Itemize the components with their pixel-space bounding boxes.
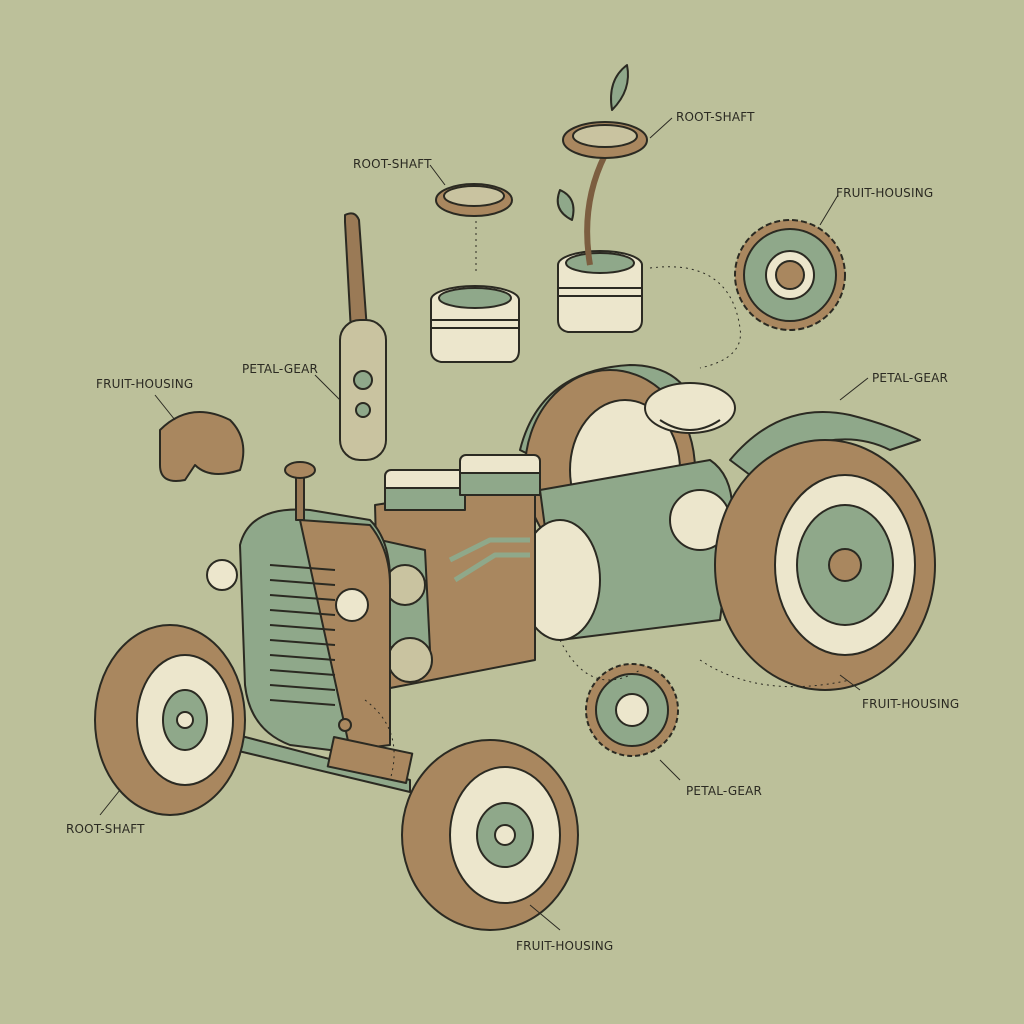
root-shaft-gear [435, 183, 513, 217]
transmission-body [519, 459, 734, 641]
label-fruit-housing-4: FRUIT-HOUSING [516, 939, 614, 953]
rear-wheel-right [714, 411, 936, 691]
hood-grille [206, 461, 391, 751]
label-petal-gear-1: PETAL-GEAR [242, 362, 319, 376]
grille-slats [269, 564, 336, 706]
front-wheel-left [94, 624, 246, 816]
piston-left [430, 285, 520, 363]
seat [644, 382, 736, 434]
exhaust-pipe [339, 212, 387, 461]
label-root-shaft-1: ROOT-SHAFT [353, 157, 432, 171]
label-fruit-housing-2: FRUIT-HOUSING [96, 377, 194, 391]
piston-right [557, 250, 643, 333]
plant-stem-gear [556, 64, 648, 266]
leader-lines [99, 117, 869, 931]
label-fruit-housing-3: FRUIT-HOUSING [862, 697, 960, 711]
label-root-shaft-3: ROOT-SHAFT [66, 822, 145, 836]
label-root-shaft-2: ROOT-SHAFT [676, 110, 755, 124]
petal-gear-lower [585, 663, 679, 757]
engine-block [374, 454, 541, 691]
front-wheel-right [401, 739, 579, 931]
fruit-housing-left-part [159, 411, 245, 482]
label-petal-gear-3: PETAL-GEAR [686, 784, 763, 798]
dotted-guides [364, 215, 851, 781]
fruit-housing-gear [734, 219, 846, 331]
label-fruit-housing-1: FRUIT-HOUSING [836, 186, 934, 200]
label-petal-gear-2: PETAL-GEAR [872, 371, 949, 385]
